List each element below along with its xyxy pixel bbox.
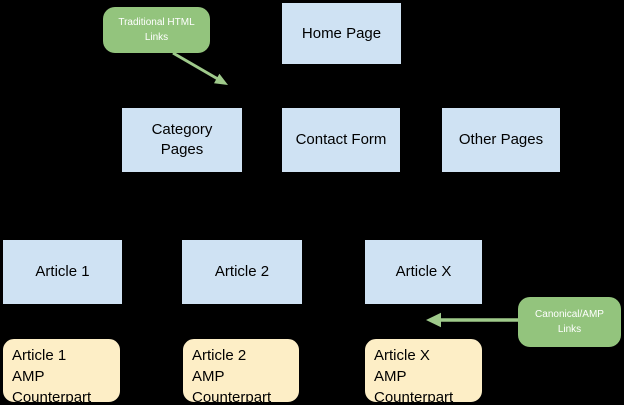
node-home-page: Home Page (281, 2, 402, 65)
node-article-x-amp-counterpart: Article X AMP Counterpart (364, 338, 483, 405)
annotation-canonical-amp-links: Canonical/AMP Links (518, 297, 621, 347)
node-contact-form: Contact Form (281, 107, 401, 173)
traditional-links-arrow-head (214, 73, 228, 85)
node-article-1-amp-counterpart: Article 1 AMP Counterpart (2, 338, 121, 405)
node-article-2: Article 2 (181, 239, 303, 305)
canonical-links-arrow-head (426, 312, 441, 328)
node-article-x: Article X (364, 239, 483, 305)
node-category-pages: Category Pages (121, 107, 243, 173)
annotation-traditional-html-links: Traditional HTML Links (103, 7, 210, 53)
node-other-pages: Other Pages (441, 107, 561, 173)
node-article-1: Article 1 (2, 239, 123, 305)
traditional-links-arrow-line (172, 51, 218, 80)
node-article-2-amp-counterpart: Article 2 AMP Counterpart (182, 338, 300, 405)
